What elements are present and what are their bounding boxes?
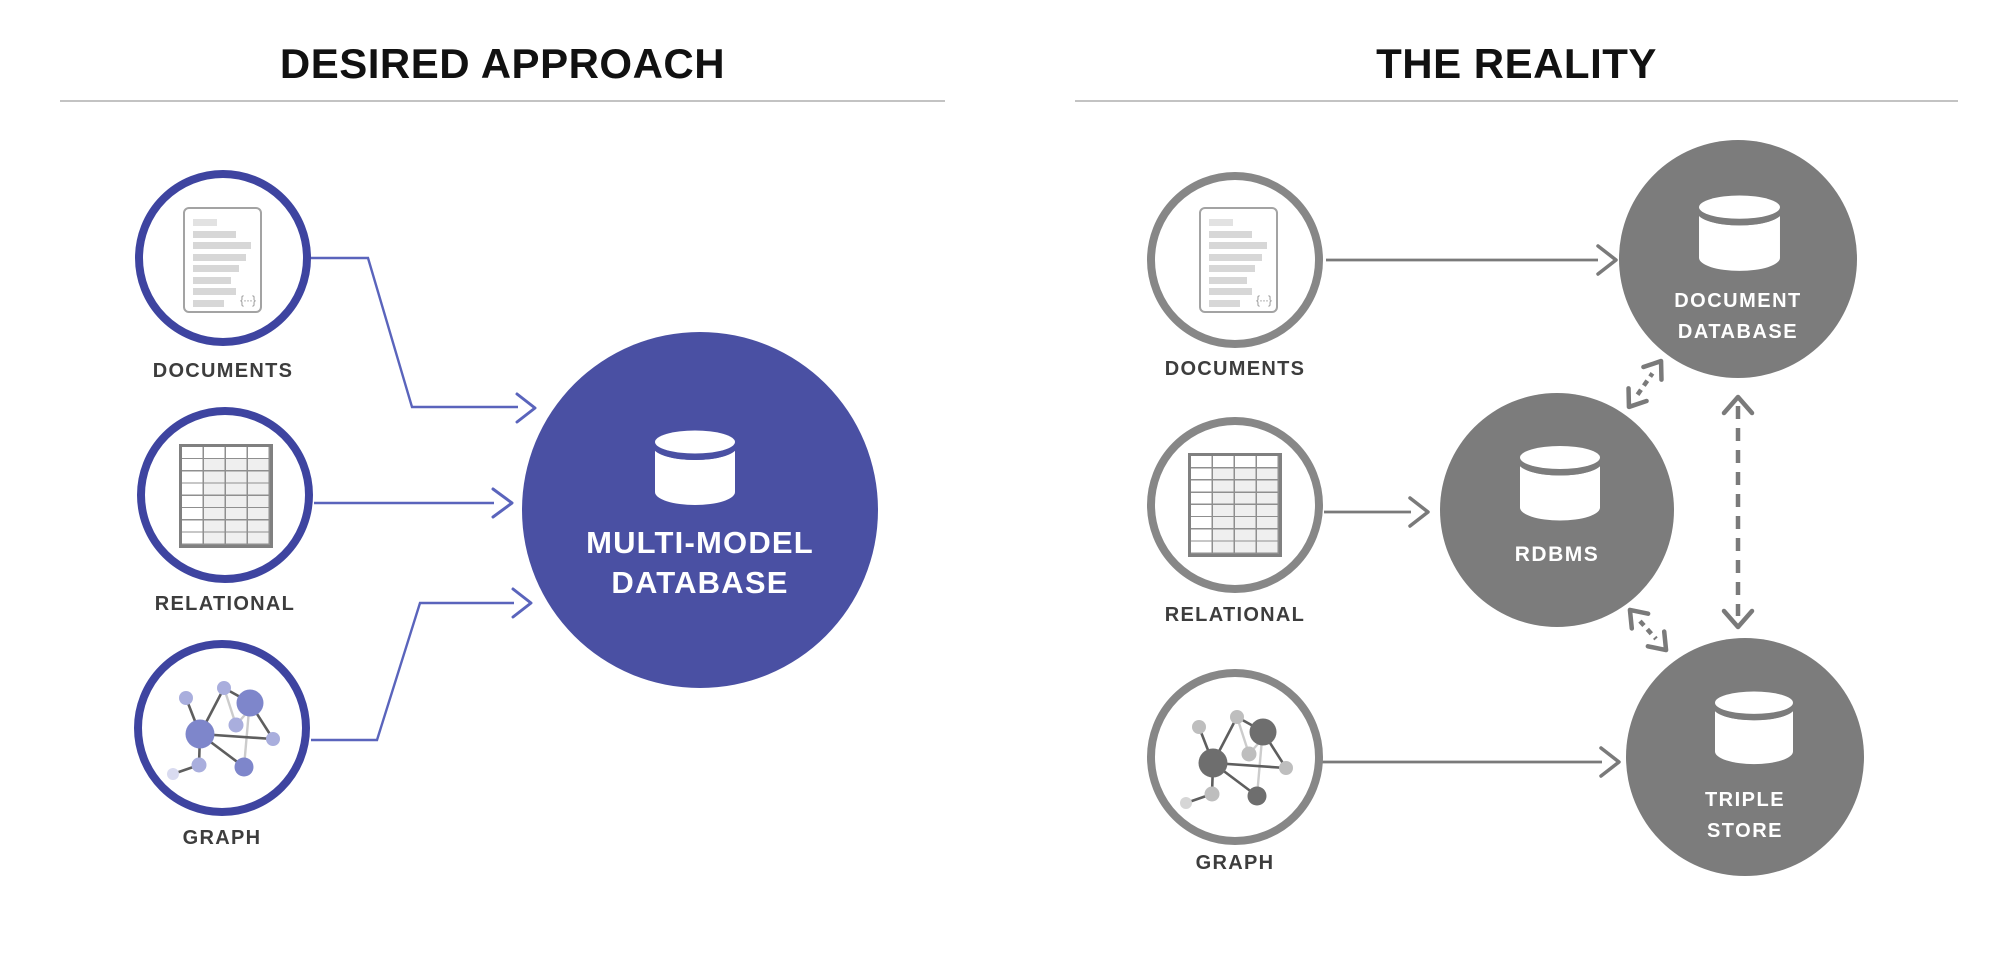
docdb-line2: DATABASE (1677, 321, 1799, 343)
triplestore-label: TRIPLE STORE (1595, 785, 1895, 847)
arrowhead-documents-to-multimodel-icon (515, 392, 537, 424)
left-panel-title: DESIRED APPROACH (279, 40, 726, 87)
database-cylinder-icon (1712, 691, 1796, 765)
table-icon (179, 444, 273, 548)
right-panel-title: THE REALITY (1376, 40, 1657, 87)
document-icon: {···} (183, 207, 262, 313)
docdb-line1: DOCUMENT (1674, 290, 1802, 312)
left-panel-header: DESIRED APPROACH (60, 40, 945, 102)
connector-graph-to-multimodel (311, 601, 514, 742)
left-graph-label: GRAPH (182, 827, 262, 849)
arrowhead-graph-to-triplestore-icon (1599, 746, 1621, 778)
sync-docdb-arrowhead-up-icon (1721, 394, 1755, 416)
sync-docdb-rdbms-arrow (1626, 358, 1664, 410)
multimodel-database-label: MULTI-MODEL DATABASE (550, 523, 850, 603)
rdbms-label: RDBMS (1407, 542, 1707, 568)
multimodel-line1: MULTI-MODEL (586, 525, 814, 560)
right-documents-circle (1147, 172, 1323, 348)
triplestore-line1: TRIPLE (1704, 789, 1786, 811)
database-cylinder-icon (1518, 446, 1602, 521)
rdbms-line1: RDBMS (1514, 543, 1600, 566)
triplestore-line2: STORE (1706, 820, 1784, 842)
sync-rdbms-triplestore-head-se-icon (1645, 629, 1669, 653)
database-cylinder-icon (653, 430, 737, 505)
arrowhead-documents-to-docdb-icon (1596, 244, 1618, 276)
sync-rdbms-triplestore-arrow (1627, 607, 1669, 653)
multimodel-database-circle (522, 332, 878, 688)
right-panel-header: THE REALITY (1075, 40, 1958, 102)
sync-triplestore-arrowhead-down-icon (1721, 608, 1755, 630)
connector-documents-to-multimodel (311, 256, 518, 409)
left-relational-label: RELATIONAL (154, 593, 296, 615)
sync-docdb-rdbms-shaft (1635, 372, 1655, 396)
sync-docdb-rdbms-head-ne-icon (1641, 358, 1664, 382)
sync-docdb-rdbms-head-sw-icon (1626, 386, 1649, 410)
document-database-label: DOCUMENT DATABASE (1588, 286, 1888, 348)
right-documents-label: DOCUMENTS (1164, 358, 1306, 380)
json-braces-glyph: {···} (239, 293, 256, 307)
arrowhead-relational-to-rdbms-icon (1408, 496, 1430, 528)
left-graph-circle (134, 640, 310, 816)
right-relational-circle (1147, 417, 1323, 593)
sync-rdbms-triplestore-head-nw-icon (1627, 607, 1651, 631)
right-relational-label: RELATIONAL (1164, 604, 1306, 626)
sync-rdbms-triplestore-shaft (1638, 619, 1658, 641)
arrowhead-relational-to-multimodel-icon (491, 487, 514, 519)
document-icon: {···} (1199, 207, 1278, 313)
right-graph-circle (1147, 669, 1323, 845)
json-braces-glyph: {···} (1255, 293, 1272, 307)
left-documents-label: DOCUMENTS (152, 360, 294, 382)
right-graph-label: GRAPH (1195, 852, 1275, 874)
graph-icon (1180, 710, 1293, 809)
database-cylinder-icon (1697, 195, 1782, 271)
arrowhead-graph-to-multimodel-icon (511, 587, 533, 619)
table-icon (1188, 453, 1282, 557)
graph-icon (167, 681, 280, 780)
multimodel-line2: DATABASE (611, 565, 789, 600)
